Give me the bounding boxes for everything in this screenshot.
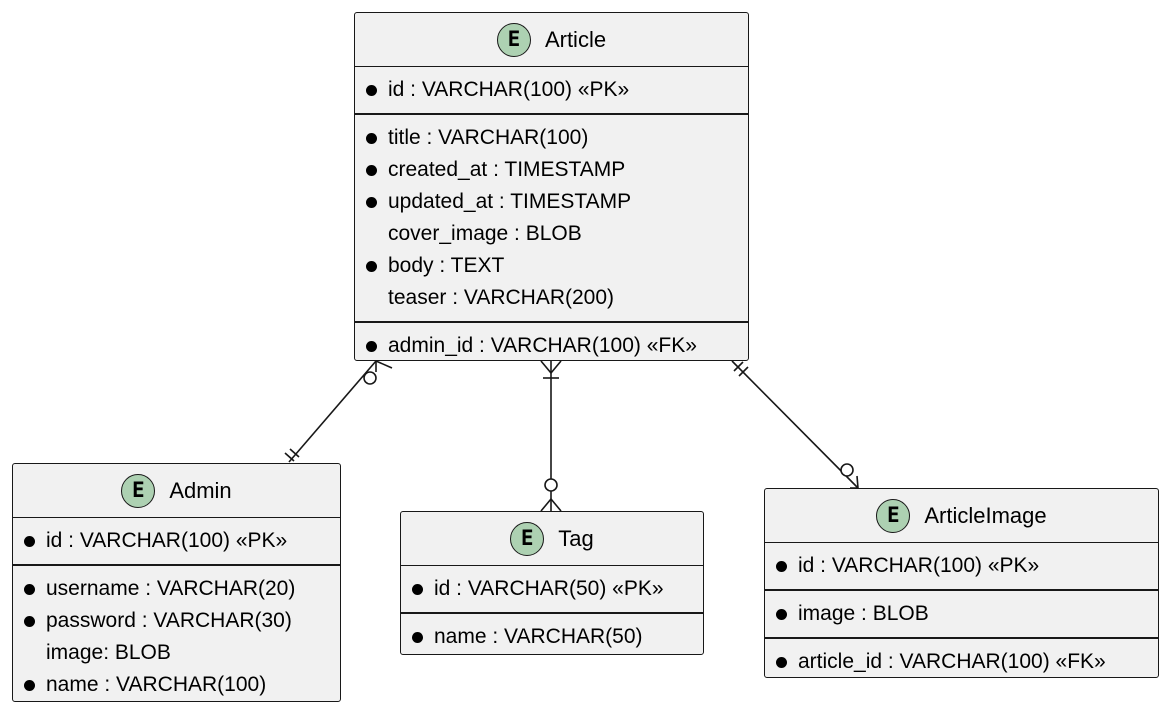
- relationship-article-admin[interactable]: [284, 359, 393, 463]
- attribute-row: id : VARCHAR(100) «PK»: [366, 74, 748, 106]
- optional-circle-tag: [544, 478, 558, 492]
- article-title: Article: [544, 26, 607, 52]
- article-attribute-section: id : VARCHAR(100) «PK»: [355, 67, 748, 113]
- attribute-row: title : VARCHAR(100): [366, 122, 748, 154]
- entity-badge-icon: E: [510, 521, 545, 556]
- mandatory-bullet-icon: [366, 340, 388, 352]
- attribute-row: image: BLOB: [24, 637, 340, 669]
- attribute-text: password : VARCHAR(30): [46, 609, 292, 632]
- attribute-row: username : VARCHAR(20): [24, 573, 340, 605]
- attribute-text: username : VARCHAR(20): [46, 577, 296, 600]
- admin-title: Admin: [169, 477, 232, 503]
- mandatory-bullet-icon: [366, 84, 388, 96]
- mandatory-bullet-icon: [412, 631, 434, 643]
- attribute-text: title : VARCHAR(100): [388, 126, 589, 149]
- admin-attribute-section: username : VARCHAR(20) password : VARCHAR…: [13, 564, 340, 708]
- attribute-text: name : VARCHAR(50): [434, 625, 643, 648]
- attribute-row: name : VARCHAR(100): [24, 669, 340, 701]
- tag-attribute-section: name : VARCHAR(50): [401, 612, 703, 660]
- attribute-row: id : VARCHAR(100) «PK»: [776, 550, 1158, 582]
- optional-circle-article-admin: [363, 371, 377, 385]
- admin-header: E Admin: [13, 464, 340, 518]
- attribute-row: id : VARCHAR(100) «PK»: [24, 525, 340, 557]
- mandatory-bullet-icon: [776, 608, 798, 620]
- articleimage-title: ArticleImage: [924, 502, 1047, 528]
- mandatory-bullet-icon: [24, 615, 46, 627]
- optional-circle-articleimage: [840, 463, 854, 477]
- entity-badge-icon: E: [121, 473, 156, 508]
- attribute-text: image : BLOB: [798, 602, 929, 625]
- attribute-row: admin_id : VARCHAR(100) «FK»: [366, 330, 748, 362]
- attribute-text: name : VARCHAR(100): [46, 673, 267, 696]
- entity-article[interactable]: E Article id : VARCHAR(100) «PK» title : VA…: [354, 12, 749, 361]
- attribute-row: password : VARCHAR(30): [24, 605, 340, 637]
- attribute-row: body : TEXT: [366, 250, 748, 282]
- articleimage-attribute-section: article_id : VARCHAR(100) «FK»: [765, 637, 1158, 685]
- attribute-text: admin_id : VARCHAR(100) «FK»: [388, 334, 697, 357]
- attribute-row: id : VARCHAR(50) «PK»: [412, 573, 703, 605]
- mandatory-bullet-icon: [776, 656, 798, 668]
- relationship-article-tag[interactable]: [540, 360, 562, 512]
- article-attribute-section: title : VARCHAR(100) created_at : TIMESTA…: [355, 113, 748, 321]
- article-attribute-section: admin_id : VARCHAR(100) «FK»: [355, 321, 748, 369]
- crowfoot-tag: [540, 497, 562, 512]
- attribute-row: created_at : TIMESTAMP: [366, 154, 748, 186]
- attribute-text: id : VARCHAR(100) «PK»: [798, 554, 1040, 577]
- attribute-text: updated_at : TIMESTAMP: [388, 190, 632, 213]
- articleimage-attribute-section: id : VARCHAR(100) «PK»: [765, 543, 1158, 589]
- article-header: E Article: [355, 13, 748, 67]
- attribute-row: cover_image : BLOB: [366, 218, 748, 250]
- attribute-text: image: BLOB: [46, 641, 171, 664]
- crowfoot-article-tag: [540, 360, 562, 375]
- entity-tag[interactable]: E Tag id : VARCHAR(50) «PK» name : VARCHAR(…: [400, 511, 704, 655]
- relationship-article-articleimage[interactable]: [731, 360, 859, 489]
- mandatory-bullet-icon: [24, 535, 46, 547]
- articleimage-header: E ArticleImage: [765, 489, 1158, 543]
- mandatory-bullet-icon: [366, 260, 388, 272]
- tag-attribute-section: id : VARCHAR(50) «PK»: [401, 566, 703, 612]
- attribute-text: id : VARCHAR(100) «PK»: [388, 78, 630, 101]
- mandatory-bullet-icon: [24, 583, 46, 595]
- mandatory-bullet-icon: [24, 679, 46, 691]
- tag-header: E Tag: [401, 512, 703, 566]
- mandatory-bullet-icon: [366, 196, 388, 208]
- attribute-text: article_id : VARCHAR(100) «FK»: [798, 650, 1106, 673]
- attribute-row: image : BLOB: [776, 598, 1158, 630]
- entity-badge-icon: E: [876, 498, 911, 533]
- attribute-text: id : VARCHAR(100) «PK»: [46, 529, 288, 552]
- admin-attribute-section: id : VARCHAR(100) «PK»: [13, 518, 340, 564]
- attribute-text: cover_image : BLOB: [388, 222, 582, 245]
- crowfoot-article-admin: [375, 359, 393, 372]
- mandatory-bullet-icon: [776, 560, 798, 572]
- mandatory-bullet-icon: [366, 164, 388, 176]
- attribute-row: updated_at : TIMESTAMP: [366, 186, 748, 218]
- entity-articleimage[interactable]: E ArticleImage id : VARCHAR(100) «PK» image…: [764, 488, 1159, 678]
- attribute-text: id : VARCHAR(50) «PK»: [434, 577, 664, 600]
- attribute-row: name : VARCHAR(50): [412, 621, 703, 653]
- attribute-row: teaser : VARCHAR(200): [366, 282, 748, 314]
- attribute-text: created_at : TIMESTAMP: [388, 158, 626, 181]
- mandatory-bullet-icon: [366, 132, 388, 144]
- attribute-text: body : TEXT: [388, 254, 505, 277]
- articleimage-attribute-section: image : BLOB: [765, 589, 1158, 637]
- tag-title: Tag: [558, 525, 594, 551]
- attribute-text: teaser : VARCHAR(200): [388, 286, 615, 309]
- attribute-row: article_id : VARCHAR(100) «FK»: [776, 646, 1158, 678]
- entity-admin[interactable]: E Admin id : VARCHAR(100) «PK» username : V…: [12, 463, 341, 702]
- mandatory-bullet-icon: [412, 583, 434, 595]
- entity-badge-icon: E: [496, 22, 531, 57]
